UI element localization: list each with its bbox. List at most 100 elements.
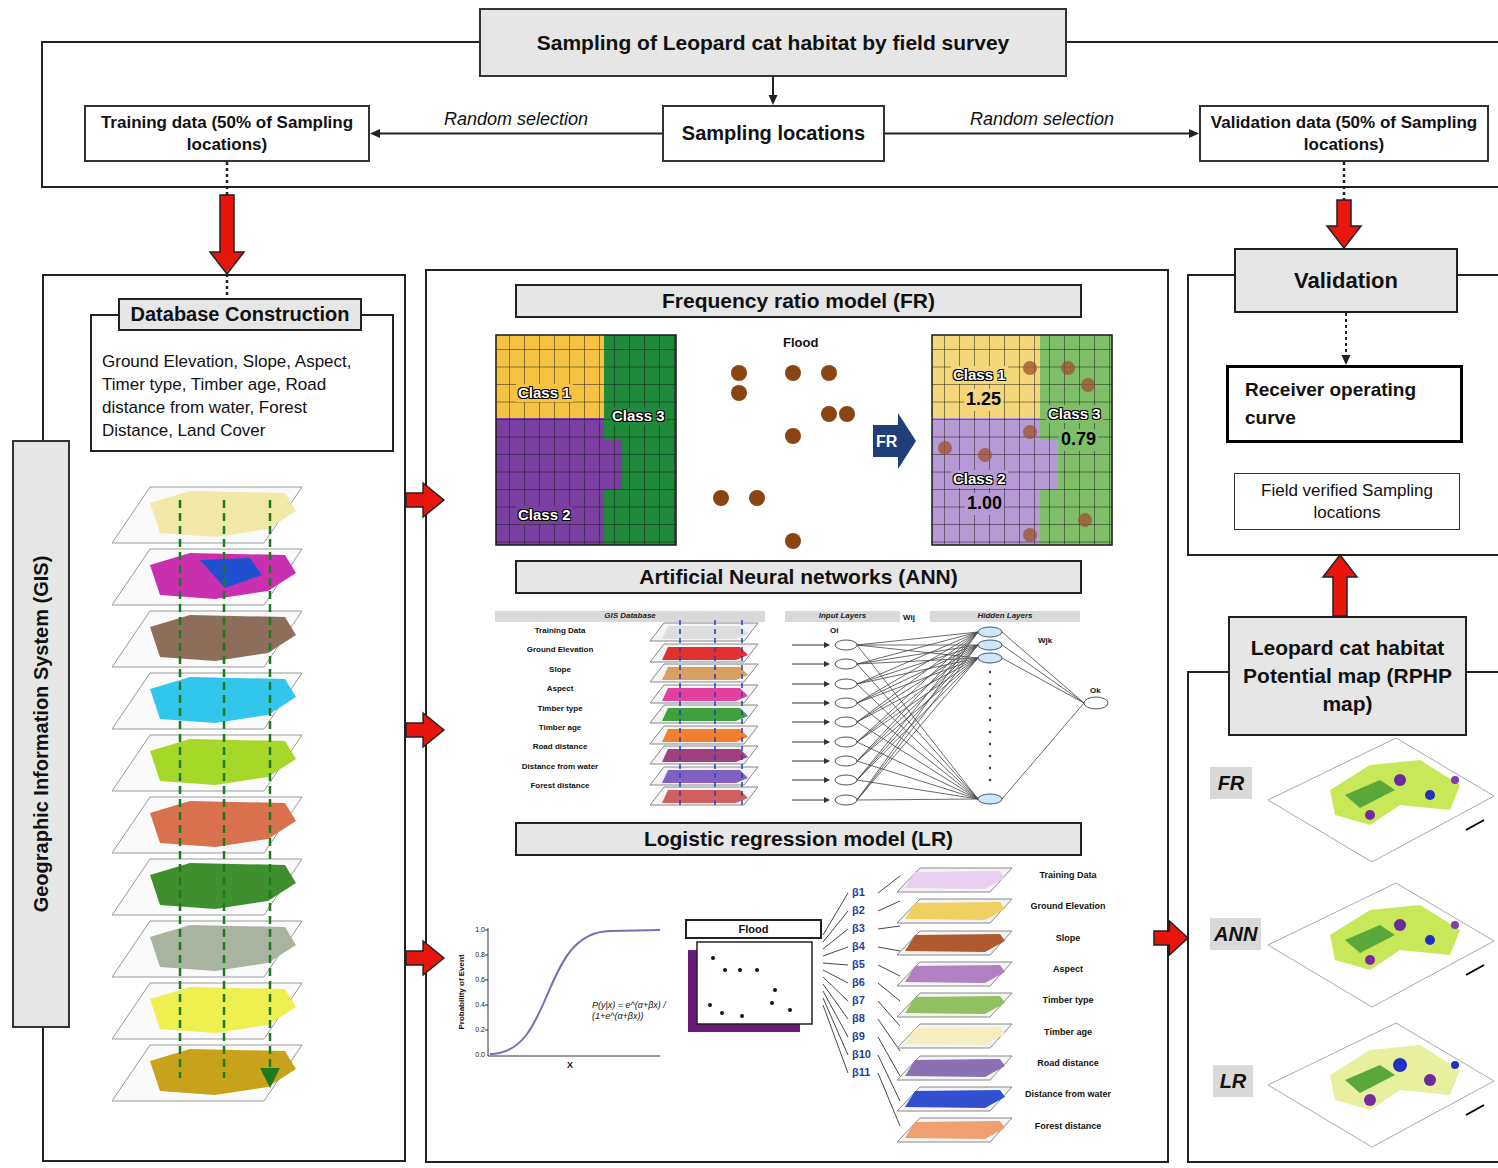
ann-network (792, 645, 829, 800)
fr-grid (938, 361, 1095, 542)
ann-network (835, 640, 1108, 805)
lr-model (788, 1008, 792, 1012)
potential-maps (1394, 919, 1406, 931)
annotation: Class 2 (951, 470, 1008, 488)
potential-maps (1466, 965, 1484, 975)
connector-line (1345, 313, 1347, 355)
lr-model (905, 934, 1005, 952)
ann-network (792, 800, 829, 801)
annotation: GIS Database (495, 610, 765, 621)
fr-grid (821, 406, 837, 422)
annotation: 1.00 (965, 493, 1004, 515)
model-tag: LR (1213, 1065, 1253, 1097)
ann-network (989, 719, 991, 721)
ann-network (978, 640, 1002, 650)
lr-model (897, 899, 1012, 923)
ann-network (989, 707, 991, 709)
annotation: Class 1 (516, 384, 573, 402)
annotation: Class 1 (951, 366, 1008, 384)
potential-maps (1393, 1058, 1407, 1072)
annotation: 0.79 (1059, 429, 1098, 451)
ann-network (989, 671, 991, 673)
potential-maps (1345, 1065, 1395, 1093)
ann-network (835, 756, 857, 766)
red-arrow (210, 195, 244, 274)
label-text: ANN (1214, 923, 1257, 946)
potential-maps (1451, 921, 1459, 929)
potential-maps (1365, 955, 1375, 965)
database-panel: Database ConstructionGround Elevation, S… (42, 274, 406, 1162)
section-heading: Artificial Neural networks (ANN) (515, 560, 1082, 594)
annotation: P(y|x) = e^(α+βx) / (1+e^(α+βx)) (592, 1000, 682, 1022)
annotation: Flood (686, 920, 821, 938)
lr-model (905, 902, 1005, 920)
block-arrow (210, 162, 244, 298)
ann-network (792, 684, 829, 685)
ann-network (662, 667, 748, 680)
ann-network (662, 626, 748, 639)
lr-model (708, 1003, 712, 1007)
layer-stack (112, 797, 302, 853)
annotation: Probability of Event (457, 947, 467, 1037)
label-text: FR (1218, 772, 1245, 795)
lr-model (488, 928, 660, 1056)
ann-network (835, 698, 857, 708)
fr-grid (932, 335, 1112, 545)
annotation: 0.4 (472, 1000, 485, 1009)
label-text: Geographic Information System (GIS) (12, 440, 70, 1028)
ann-network (680, 620, 742, 806)
fr-grid (785, 365, 801, 381)
annotation: FR (876, 432, 897, 451)
arrowhead (1342, 355, 1351, 365)
annotation: β5 (852, 958, 865, 971)
lr-model (897, 1118, 1012, 1142)
ann-network (662, 729, 748, 742)
block-arrow (406, 713, 444, 747)
potential-maps (1466, 1105, 1484, 1115)
annotation: Road distance (505, 742, 615, 752)
panel-heading: Leopard cat habitat Potential map (RPHP … (1228, 616, 1467, 736)
annotation: β3 (852, 922, 865, 935)
layer-stack (112, 611, 302, 667)
red-arrow (406, 941, 444, 975)
block-arrow (1327, 162, 1361, 248)
annotation: Timber type (1018, 995, 1118, 1006)
annotation: Timber age (505, 723, 615, 733)
panel-body: Ground Elevation, Slope, Aspect, Timer t… (90, 314, 394, 452)
annotation: Forest distance (505, 781, 615, 791)
ann-network (662, 770, 748, 783)
annotation: Wjk (1038, 636, 1052, 646)
annotation: Distance from water (1018, 1089, 1118, 1100)
ann-network (785, 611, 900, 622)
fr-grid (1023, 425, 1037, 439)
annotation: β1 (852, 886, 865, 899)
ann-network (989, 779, 991, 781)
annotation: 0.2 (472, 1025, 485, 1034)
data-box: Validation data (50% of Sampling locatio… (1199, 105, 1489, 162)
data-box: Training data (50% of Sampling locations… (84, 105, 370, 162)
lr-model (697, 942, 812, 1024)
title-box: Sampling of Leopard cat habitat by field… (479, 8, 1067, 77)
potential-maps (1268, 738, 1494, 862)
ann-network (792, 780, 829, 781)
layer-stack (200, 558, 262, 588)
ann-network (930, 611, 1080, 622)
potential-maps (1425, 935, 1435, 945)
layer-stack (112, 487, 302, 543)
annotation: Aspect (1018, 964, 1118, 975)
fr-grid (713, 490, 729, 506)
fr-grid (496, 335, 676, 545)
lr-model (738, 968, 742, 972)
lr-model (720, 1011, 724, 1015)
annotation: β11 (852, 1066, 870, 1079)
annotation: β2 (852, 904, 865, 917)
lr-model (905, 965, 1005, 983)
ann-network (835, 679, 857, 689)
ann-network (835, 775, 857, 785)
layer-stack (112, 487, 302, 1101)
ann-network (978, 653, 1002, 663)
lr-model (723, 968, 727, 972)
ann-network (989, 683, 991, 685)
annotation: 0.0 (472, 1050, 485, 1059)
dotted-line (226, 274, 229, 298)
